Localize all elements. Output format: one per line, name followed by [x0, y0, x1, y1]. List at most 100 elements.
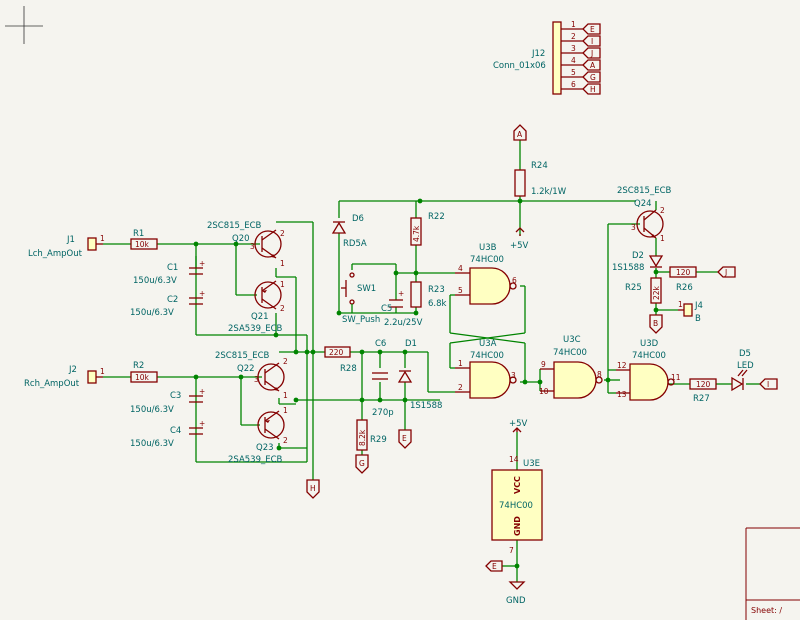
transistor-q20[interactable]: 3 2 1 2SC815_ECB Q20 [207, 221, 285, 268]
connector-j1[interactable]: 1 J1 Lch_AmpOut [28, 234, 105, 259]
c6-value: 270p [372, 408, 394, 418]
sw1-value: SW_Push [342, 315, 380, 325]
j12-value: Conn_01x06 [493, 61, 546, 71]
svg-text:+5V: +5V [510, 241, 529, 251]
diode-d6[interactable]: D6 RD5A [331, 214, 367, 249]
diode-d2[interactable]: D2 1S1588 [612, 251, 664, 273]
svg-text:I: I [767, 380, 769, 389]
transistor-q21[interactable]: 1 2 Q21 2SA539_ECB [228, 280, 285, 334]
junctions [193, 198, 659, 569]
r26-value: 120 [676, 268, 691, 277]
capacitor-c6[interactable]: C6 270p [372, 339, 394, 418]
transistor-q23[interactable]: 1 2 Q23 2SA539_ECB [228, 406, 288, 465]
gate-u3d[interactable]: 12 13 11 U3D 74HC00 [616, 339, 681, 401]
power-unit-u3e[interactable]: VCC 74HC00 GND 14 7 U3E [491, 455, 543, 555]
c3-value: 150u/6.3V [130, 405, 174, 415]
j12-pin-5: 5 [571, 68, 576, 77]
j1-name: Lch_AmpOut [28, 249, 83, 259]
gate-u3c[interactable]: 9 10 8 U3C 74HC00 [539, 335, 603, 399]
capacitor-c2[interactable]: + C2 150u/6.3V [130, 289, 205, 318]
d6-value: RD5A [343, 239, 367, 249]
q20-pin-e: 1 [280, 259, 285, 268]
u3a-value: 74HC00 [470, 351, 504, 361]
connector-j12[interactable]: 1 2 3 4 5 6 J12 Conn_01x06 E I J A G H [493, 20, 601, 95]
u3a-pin-2: 2 [458, 383, 463, 392]
u3c-pin-10: 10 [539, 387, 549, 396]
resistor-r1[interactable]: 10k R1 [130, 229, 158, 250]
u3d-value: 74HC00 [632, 351, 666, 361]
resistor-r25[interactable]: 22k R25 [625, 277, 662, 304]
r28-ref: R28 [340, 364, 357, 374]
u3e-ref: U3E [523, 459, 540, 469]
u3d-ref: U3D [640, 339, 659, 349]
resistor-r24[interactable]: R24 1.2k/1W [514, 161, 567, 197]
gate-u3b[interactable]: 4 5 6 U3B 74HC00 [455, 243, 517, 305]
q24-ref: Q24 [634, 199, 652, 209]
q20-pin-b: 3 [250, 242, 255, 251]
power-gnd: GND [506, 581, 526, 606]
r2-ref: R2 [133, 361, 144, 371]
svg-text:G: G [359, 459, 365, 468]
u3b-pin-6: 6 [512, 276, 517, 285]
q24-value: 2SC815_ECB [617, 186, 672, 196]
gate-u3a[interactable]: 1 2 3 U3A 74HC00 [455, 339, 517, 399]
transistor-q22[interactable]: 3 2 1 2SC815_ECB Q22 [215, 351, 288, 400]
q21-ref: Q21 [251, 312, 269, 322]
resistor-r28[interactable]: 220 R28 [324, 346, 357, 374]
j12-ref: J12 [531, 49, 545, 59]
connector-j4[interactable]: 1 J4 B [678, 300, 703, 324]
resistor-r22[interactable]: 4.7k R22 [410, 212, 445, 246]
u3b-ref: U3B [479, 243, 497, 253]
u3d-pin-12: 12 [617, 361, 627, 370]
j2-ref: J2 [68, 365, 77, 375]
capacitor-c1[interactable]: + C1 150u/6.3V [133, 256, 205, 286]
q20-ref: Q20 [232, 234, 250, 244]
j12-label-e: E [590, 25, 595, 34]
u3c-pin-8: 8 [597, 370, 602, 379]
resistor-r23[interactable]: R23 6.8k [410, 281, 447, 309]
u3e-vcc: VCC [513, 476, 522, 494]
q23-value: 2SA539_ECB [228, 455, 283, 465]
svg-text:E: E [492, 562, 497, 571]
resistor-r27[interactable]: 120 R27 [689, 378, 717, 404]
u3e-value: 74HC00 [499, 501, 533, 511]
u3b-pin-4: 4 [458, 264, 463, 273]
capacitor-c3[interactable]: + C3 150u/6.3V [130, 387, 205, 415]
resistor-r26[interactable]: 120 R26 [669, 266, 697, 293]
j12-pin-6: 6 [571, 80, 576, 89]
capacitor-c4[interactable]: + C4 150u/6.3V [130, 419, 205, 449]
u3b-pin-5: 5 [458, 286, 463, 295]
c4-value: 150u/6.3V [130, 439, 174, 449]
q21-value: 2SA539_ECB [228, 324, 283, 334]
c5-ref: C5 [381, 304, 392, 314]
r25-value: 22k [652, 285, 661, 300]
d6-ref: D6 [352, 214, 364, 224]
r25-ref: R25 [625, 283, 642, 293]
j12-label-j: J [590, 49, 593, 58]
j12-pin-3: 3 [571, 44, 576, 53]
q21-pin-c: 2 [280, 304, 285, 313]
j2-pin: 1 [100, 367, 105, 376]
led-d5[interactable]: D5 LED [731, 349, 754, 392]
net-label-b: B [649, 314, 663, 334]
r23-value: 6.8k [428, 299, 447, 309]
svg-text:+: + [199, 289, 205, 298]
switch-sw1[interactable]: SW1 SW_Push [341, 272, 380, 325]
title-block: Sheet: / [745, 527, 800, 620]
capacitor-c5[interactable]: + C5 2.2u/25V [381, 289, 423, 328]
diode-d1[interactable]: D1 1S1588 [397, 339, 442, 411]
resistor-r29[interactable]: 8.2k R29 [356, 419, 387, 451]
c5-value: 2.2u/25V [384, 318, 423, 328]
resistor-r2[interactable]: 10k R2 [130, 361, 158, 383]
q20-value: 2SC815_ECB [207, 221, 262, 231]
u3c-ref: U3C [563, 335, 581, 345]
q22-ref: Q22 [237, 364, 255, 374]
connector-j2[interactable]: 1 J2 Rch_AmpOut [24, 365, 105, 389]
svg-text:GND: GND [506, 596, 526, 606]
transistor-q24[interactable]: 3 2 1 2SC815_ECB Q24 [617, 186, 672, 243]
u3e-pin-14: 14 [509, 455, 519, 464]
power-plus5v-u3e: +5V [509, 419, 528, 433]
r24-ref: R24 [531, 161, 548, 171]
q23-pin-c: 2 [283, 436, 288, 445]
net-label-h: H [306, 479, 320, 499]
